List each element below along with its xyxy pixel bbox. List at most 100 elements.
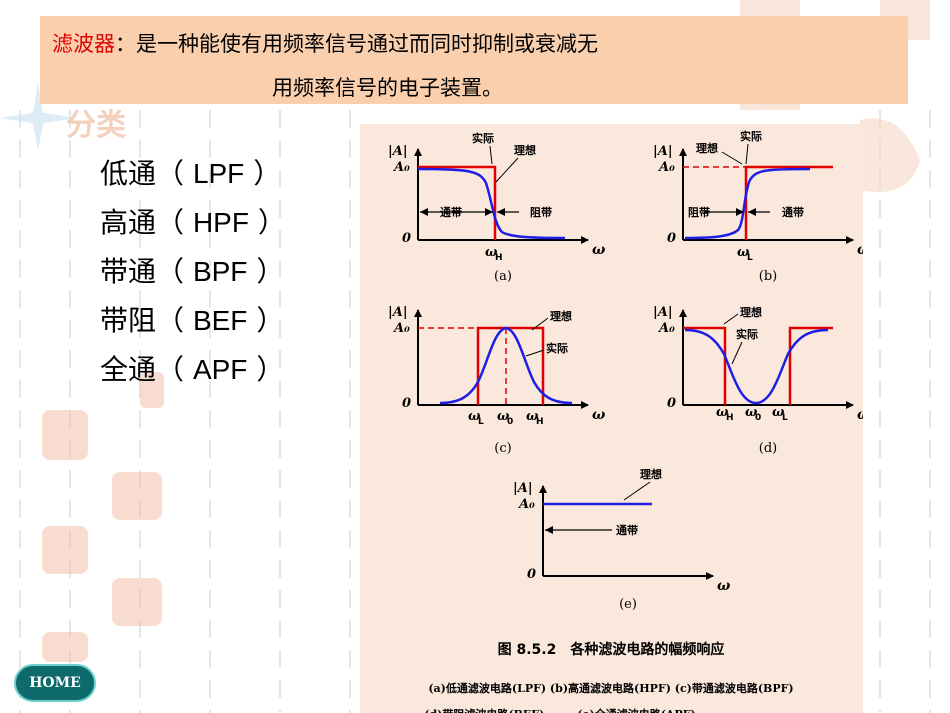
origin-label: 0	[402, 231, 411, 246]
filter-type-item: 带阻（ BEF ）	[100, 299, 286, 348]
filter-type-item: 全通（ APF ）	[100, 348, 286, 397]
leader-line	[745, 143, 749, 165]
leader-line	[495, 157, 519, 183]
x-tick-omega: ω	[485, 245, 498, 260]
filter-type-bracket-open: （	[156, 304, 185, 337]
x-tick-subscript: H	[726, 413, 734, 423]
filter-type-bracket-close: ）	[257, 206, 286, 239]
arrowhead	[545, 526, 553, 534]
figure-legend-line-1: (a)低通滤波电路(LPF) (b)高通滤波电路(HPF) (c)带通滤波电路(…	[428, 681, 793, 695]
ideal-response-line	[476, 326, 545, 405]
leader-line	[525, 349, 545, 357]
x-tick-omega: ω	[526, 409, 539, 424]
x-tick-omega: ω	[716, 405, 729, 420]
arrowhead	[736, 208, 744, 216]
filter-type-bracket-open: （	[156, 206, 185, 239]
x-axis-arrow	[846, 236, 854, 244]
annotation-actual: 实际	[736, 327, 758, 341]
x-tick-subscript: 0	[507, 417, 513, 427]
x-tick-subscript: L	[782, 413, 788, 423]
y-axis-label: |A|	[513, 481, 533, 496]
leader-line	[489, 145, 493, 165]
actual-response-curve	[684, 328, 829, 405]
annotation-actual: 实际	[546, 341, 568, 355]
y-axis-label: |A|	[653, 305, 673, 320]
filter-type-bracket-close: ）	[256, 353, 285, 386]
annotation-actual: 实际	[740, 129, 762, 143]
x-axis-arrow	[581, 236, 589, 244]
arrowhead	[748, 208, 756, 216]
stopband-label: 阻带	[530, 205, 552, 219]
x-axis-label: ω	[717, 578, 731, 594]
x-axis-label: ω	[592, 242, 606, 258]
x-tick-omega: ω	[745, 405, 758, 420]
definition-line-2: 用频率信号的电子装置。	[272, 76, 503, 100]
leader-line	[723, 313, 739, 325]
figure-legend-line-2: (d)带阻滤波电路(BEF) (e)全通滤波电路(APF)	[424, 707, 695, 713]
leader-line	[721, 151, 743, 165]
y-axis-label: |A|	[653, 144, 673, 159]
panel-label: (d)	[759, 441, 777, 456]
definition-banner	[40, 16, 908, 104]
filter-type-name: 带阻	[100, 304, 157, 337]
stopband-label: 阻带	[688, 205, 710, 219]
annotation-ideal: 理想	[514, 143, 536, 157]
home-button[interactable]: HOME	[14, 664, 96, 702]
x-tick-omega: ω	[772, 405, 785, 420]
y-axis-arrow	[414, 309, 422, 317]
panel-label: (e)	[619, 597, 637, 612]
figure-caption: 图 8.5.2 各种滤波电路的幅频响应	[498, 641, 725, 658]
filter-type-abbr: HPF	[192, 207, 249, 238]
y-axis-arrow	[414, 148, 422, 156]
filter-type-bracket-close: ）	[256, 304, 285, 337]
definition-text: ：是一种能使有用频率信号通过而同时抑制或衰减无	[115, 32, 598, 56]
filter-type-bracket-close: ）	[256, 255, 285, 288]
filter-type-abbr: BEF	[192, 305, 248, 336]
y-axis-arrow	[539, 485, 547, 493]
actual-response-curve	[439, 326, 573, 405]
origin-label: 0	[402, 396, 411, 411]
panel-label: (b)	[759, 269, 777, 284]
section-label-classification: 分类	[66, 108, 126, 143]
x-tick-omega: ω	[468, 409, 481, 424]
annotation-ideal: 理想	[640, 467, 662, 481]
arrowhead	[497, 208, 505, 216]
x-tick-omega: ω	[497, 409, 510, 424]
filter-type-item: 带通（ BPF ）	[100, 250, 286, 299]
actual-response-curve	[417, 167, 566, 240]
panel-label: (a)	[494, 269, 512, 284]
arrowhead	[420, 208, 428, 216]
annotation-ideal: 理想	[696, 141, 718, 155]
filter-type-abbr: BPF	[192, 256, 248, 287]
filter-type-list: 低通（ LPF ）高通（ HPF ）带通（ BPF ）带阻（ BEF ）全通（ …	[100, 152, 286, 397]
panel-label: (c)	[494, 441, 511, 456]
y-axis-tick-a0: A₀	[657, 160, 675, 175]
annotation-actual: 实际	[472, 131, 494, 145]
definition-line-1: 滤波器：是一种能使有用频率信号通过而同时抑制或衰减无	[52, 28, 598, 58]
filter-type-bracket-close: ）	[253, 157, 282, 190]
ideal-response-line	[683, 326, 833, 405]
y-axis-arrow	[679, 309, 687, 317]
leader-line	[623, 481, 651, 501]
annotation-ideal: 理想	[740, 305, 762, 319]
filter-type-bracket-open: （	[156, 353, 185, 386]
x-axis-label: ω	[857, 407, 863, 423]
x-axis-arrow	[581, 401, 589, 409]
leader-line	[731, 341, 743, 365]
leader-line	[531, 317, 549, 331]
x-tick-subscript: 0	[755, 413, 761, 423]
filter-type-name: 带通	[100, 255, 157, 288]
passband-label: 通带	[782, 205, 804, 219]
filter-type-bracket-open: （	[156, 255, 185, 288]
filter-type-abbr: LPF	[192, 158, 245, 189]
x-tick-omega: ω	[737, 245, 750, 260]
y-axis-tick-a0: A₀	[392, 160, 410, 175]
y-axis-arrow	[679, 148, 687, 156]
origin-label: 0	[527, 567, 536, 582]
x-axis-arrow	[706, 572, 714, 580]
y-axis-tick-a0: A₀	[657, 321, 675, 336]
x-axis-label: ω	[857, 242, 863, 258]
arrowhead	[485, 208, 493, 216]
origin-label: 0	[667, 231, 676, 246]
definition-term: 滤波器	[52, 32, 115, 56]
